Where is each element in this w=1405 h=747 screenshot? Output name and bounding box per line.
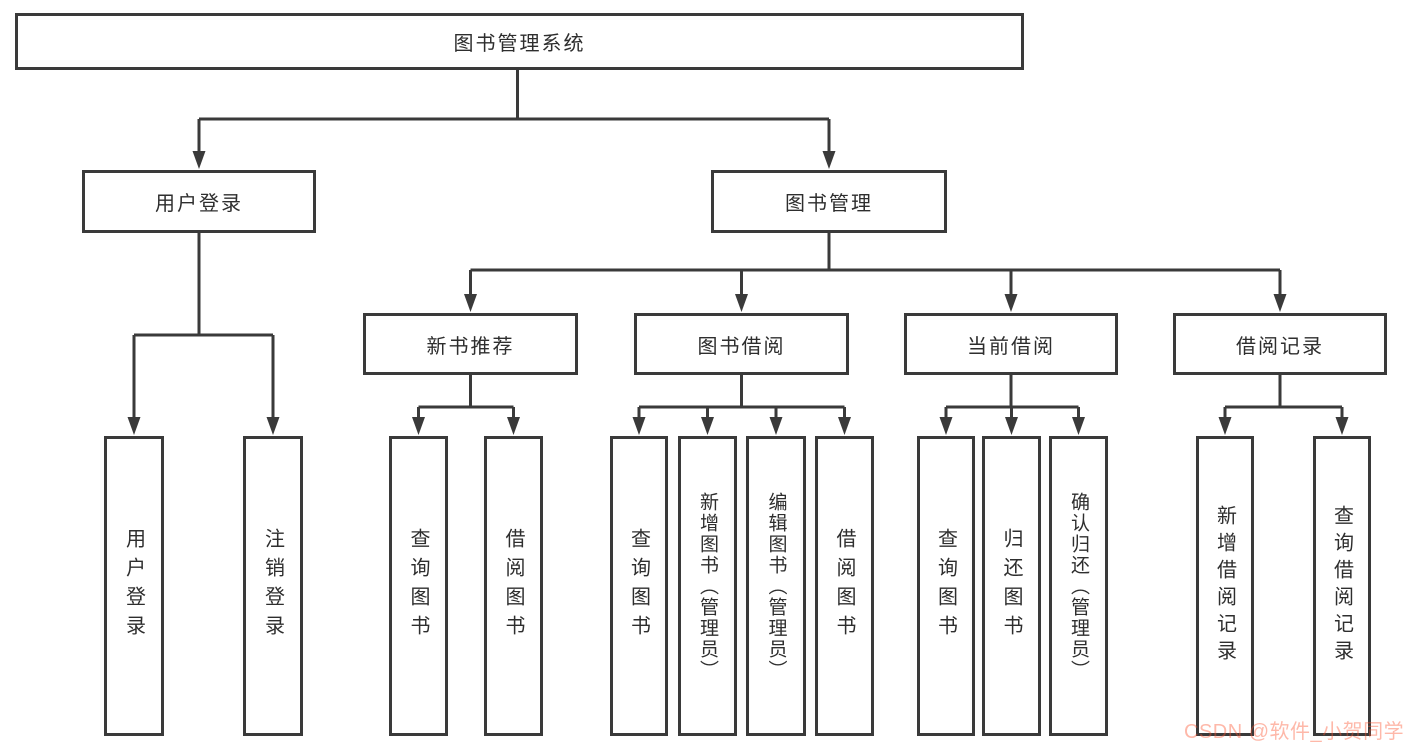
- leaf-return-books: 归还图书: [982, 436, 1041, 736]
- arrow-down-icon: [1218, 417, 1232, 435]
- leaf-confirm-return-admin: 确认归还（管理员）: [1049, 436, 1108, 736]
- leaf-edit-books-admin: 编辑图书（管理员）: [746, 436, 806, 736]
- leaf-user-login: 用户登录: [104, 436, 164, 736]
- leaf-add-books-admin: 新增图书（管理员）: [678, 436, 737, 736]
- leaf-query-books-1: 查询图书: [389, 436, 448, 736]
- arrow-down-icon: [1004, 294, 1018, 312]
- leaf-query-books-2: 查询图书: [610, 436, 668, 736]
- node-root-library-management-system: 图书管理系统: [15, 13, 1024, 70]
- arrow-down-icon: [838, 417, 851, 435]
- connector-current-borrow-to-children: [944, 375, 1080, 420]
- arrow-down-icon: [127, 417, 141, 435]
- connector-new-book-rec-to-children: [417, 375, 515, 420]
- leaf-add-borrow-record: 新增借阅记录: [1196, 436, 1254, 736]
- node-book-management: 图书管理: [711, 170, 947, 233]
- arrow-down-icon: [939, 417, 953, 435]
- connector-book-mgmt-to-level3: [469, 233, 1282, 297]
- connector-book-borrow-to-children: [637, 375, 846, 420]
- connector-borrow-record-to-children: [1223, 375, 1344, 420]
- arrow-down-icon: [1072, 417, 1085, 435]
- leaf-query-books-3: 查询图书: [917, 436, 975, 736]
- arrow-down-icon: [412, 417, 425, 435]
- node-current-borrowing: 当前借阅: [904, 313, 1118, 375]
- arrow-down-icon: [1335, 417, 1349, 435]
- arrow-down-icon: [701, 417, 714, 435]
- leaf-query-borrow-record: 查询借阅记录: [1313, 436, 1371, 736]
- leaf-borrow-books-1: 借阅图书: [484, 436, 543, 736]
- arrow-down-icon: [632, 417, 646, 435]
- leaf-borrow-books-2: 借阅图书: [815, 436, 874, 736]
- arrow-down-icon: [464, 294, 477, 312]
- connector-root-to-level2: [197, 70, 831, 153]
- arrow-down-icon: [735, 294, 748, 312]
- csdn-watermark: CSDN @软件_小贺同学: [1184, 721, 1405, 743]
- arrow-down-icon: [507, 417, 520, 435]
- node-user-login: 用户登录: [82, 170, 316, 233]
- node-book-borrowing: 图书借阅: [634, 313, 849, 375]
- connector-user-login-to-children: [132, 233, 275, 419]
- arrow-down-icon: [822, 151, 836, 169]
- node-borrowing-records: 借阅记录: [1173, 313, 1387, 375]
- node-new-book-recommendation: 新书推荐: [363, 313, 578, 375]
- arrow-down-icon: [769, 417, 783, 435]
- arrow-down-icon: [1005, 417, 1018, 435]
- arrow-down-icon: [192, 151, 206, 169]
- arrow-down-icon: [266, 417, 280, 435]
- arrow-down-icon: [1273, 294, 1287, 312]
- leaf-logout: 注销登录: [243, 436, 303, 736]
